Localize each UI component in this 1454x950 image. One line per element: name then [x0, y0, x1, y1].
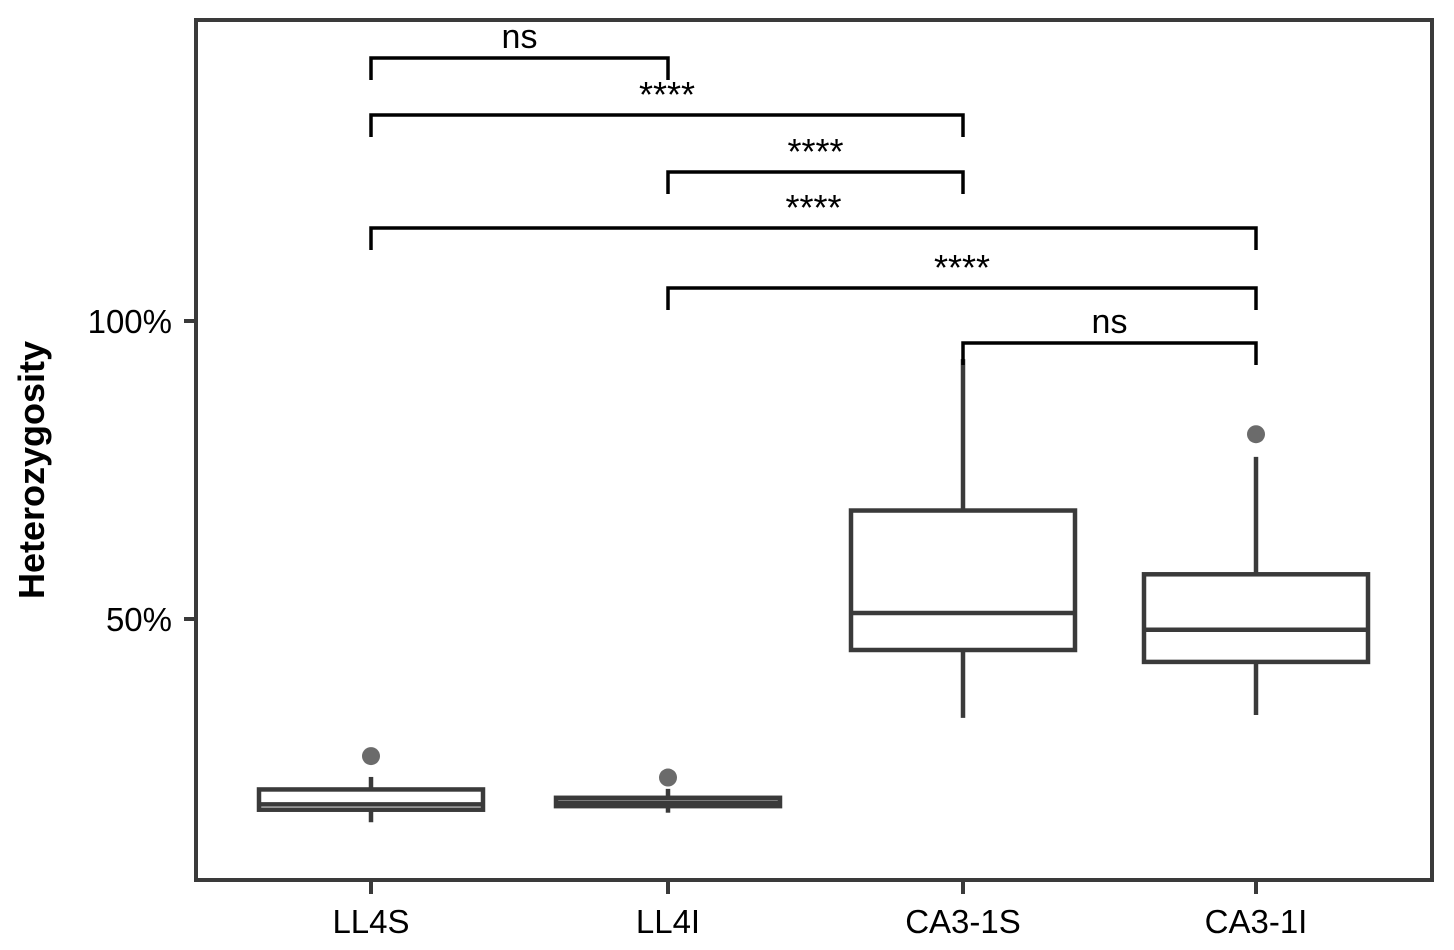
boxplot-group-CA3-1I: [1141, 425, 1371, 715]
plot-panel-border: [194, 18, 1434, 882]
x-axis-tick-label: LL4I: [636, 903, 700, 940]
y-axis-tick-label: 100%: [88, 303, 172, 340]
x-axis-tick-label: CA3-1I: [1205, 903, 1308, 940]
y-axis-ticks: 100% 50%: [88, 303, 196, 638]
box-iqr: [848, 508, 1078, 653]
bracket-path: [961, 341, 1258, 365]
y-axis-title: Heterozygosity: [11, 341, 52, 599]
significance-label: ns: [502, 18, 538, 56]
boxplot-group-LL4I: [553, 768, 783, 813]
bracket-path: [666, 170, 965, 194]
boxplot-group-LL4S: [256, 747, 486, 823]
significance-bracket: ns: [369, 18, 670, 80]
boxplot-group-CA3-1S: [848, 359, 1078, 718]
significance-label: ****: [785, 187, 841, 228]
significance-label: ****: [934, 247, 990, 288]
bracket-path: [369, 113, 965, 137]
significance-label: ****: [787, 131, 843, 172]
bracket-path: [369, 226, 1258, 250]
significance-bracket: ****: [369, 187, 1258, 250]
boxplot-series: [256, 359, 1371, 823]
significance-brackets: ns **** **** **** **** ns: [369, 18, 1258, 365]
significance-bracket: ns: [961, 303, 1258, 365]
x-axis-ticks: LL4S LL4I CA3-1S CA3-1I: [332, 880, 1307, 940]
significance-bracket: ****: [666, 131, 965, 194]
significance-label: ****: [639, 74, 695, 115]
significance-bracket: ****: [666, 247, 1258, 310]
x-axis-tick-label: CA3-1S: [905, 903, 1021, 940]
y-axis-tick-label: 50%: [106, 601, 172, 638]
box-iqr: [1141, 572, 1371, 665]
box-iqr: [256, 787, 486, 812]
significance-label: ns: [1092, 303, 1128, 341]
significance-bracket: ****: [369, 74, 965, 137]
bracket-path: [369, 56, 670, 80]
x-axis-tick-label: LL4S: [332, 903, 409, 940]
bracket-path: [666, 286, 1258, 310]
